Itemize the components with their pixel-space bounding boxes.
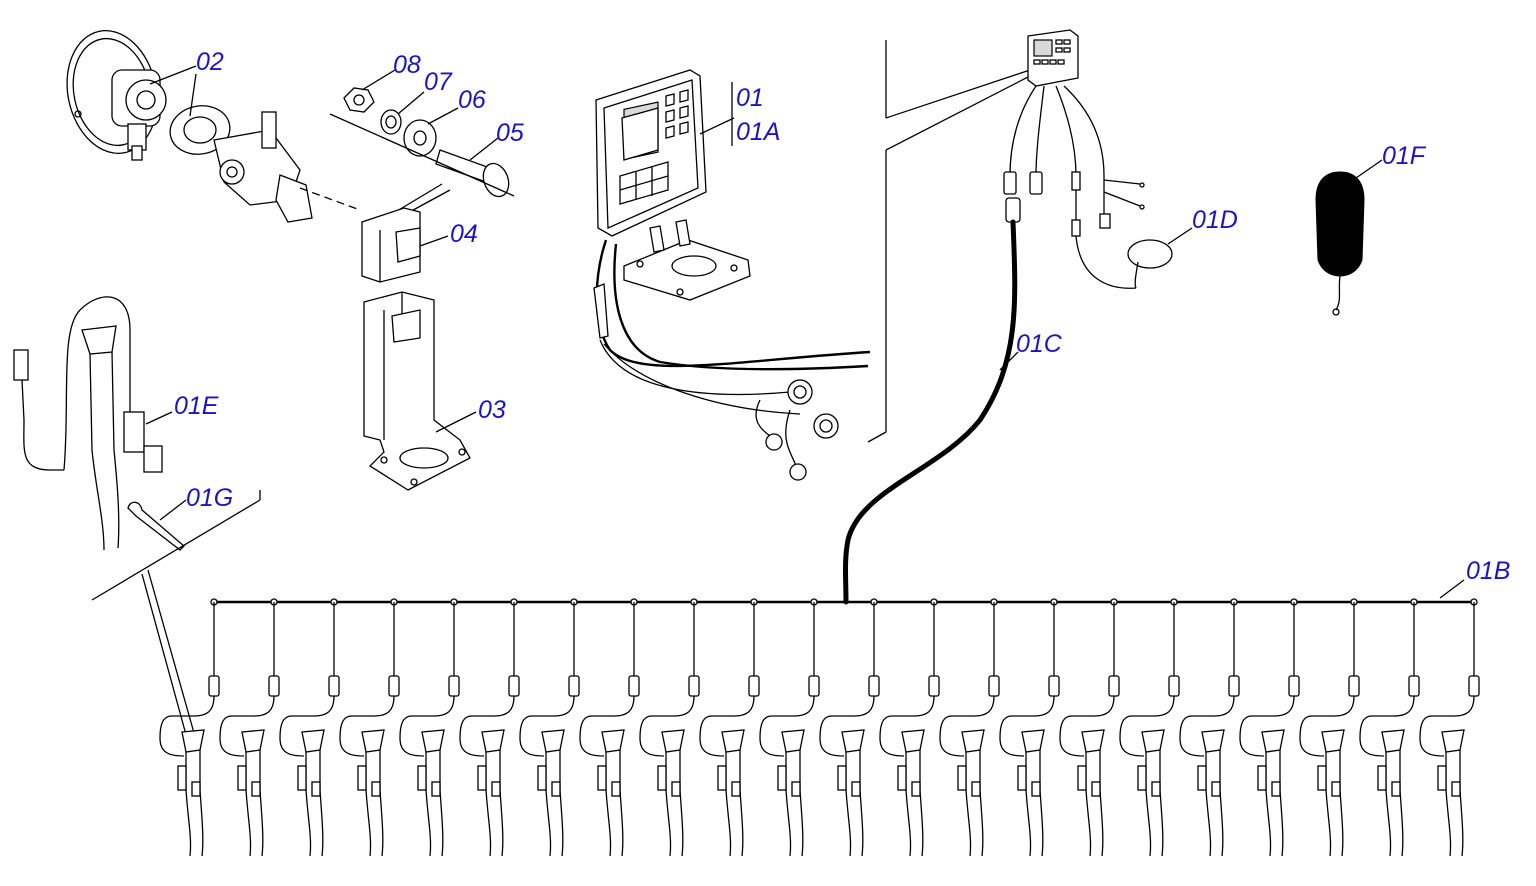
seed-tube-sensor [999, 598, 1060, 857]
label-05: 05 [496, 119, 524, 147]
washer-07 [380, 91, 425, 135]
seed-tube-sensor [879, 598, 940, 857]
label-01A: 01A [736, 118, 780, 146]
seed-tube-sensor [219, 598, 280, 857]
label-02: 02 [196, 48, 224, 76]
bolt-05 [435, 137, 510, 198]
label-01B: 01B [1466, 557, 1510, 585]
seed-tube-sensor [1359, 598, 1420, 857]
main-cable-01C [843, 197, 1021, 605]
label-03: 03 [478, 396, 506, 424]
seed-tube-sensor [279, 598, 340, 857]
control-box [1003, 29, 1193, 289]
seed-tube-sensor [1299, 598, 1360, 857]
detail-callout-frame [867, 40, 1031, 443]
seed-tube-sensor [579, 598, 640, 857]
seed-tube-sensor [1179, 598, 1240, 857]
label-01D: 01D [1192, 206, 1238, 234]
monitor-01 [593, 69, 871, 481]
label-07: 07 [424, 68, 453, 96]
label-08: 08 [393, 51, 421, 79]
label-01F: 01F [1382, 142, 1427, 170]
label-04: 04 [450, 220, 478, 248]
seed-tube-sensor [1119, 598, 1180, 857]
seed-tube-sensor [159, 598, 220, 857]
metering-assembly-02 [66, 30, 361, 223]
label-01G: 01G [186, 484, 233, 512]
seed-tube-sensor [639, 598, 700, 857]
seed-tube-sensor [339, 598, 400, 857]
seed-tube-sensor [699, 598, 760, 857]
seed-tube-sensor [759, 598, 820, 857]
seed-tube-sensors [159, 598, 1480, 857]
cover-01F [1315, 159, 1383, 316]
seed-tube-sensor [519, 598, 580, 857]
harness-01B [214, 579, 1474, 604]
sensor-detail-01E [13, 296, 261, 743]
seed-tube-sensor [1419, 598, 1480, 857]
label-01C: 01C [1016, 330, 1063, 358]
label-06: 06 [458, 86, 486, 114]
nut-08 [343, 69, 396, 113]
seed-tube-sensor [1239, 598, 1300, 857]
bracket-03 [363, 291, 477, 491]
clip-04 [361, 207, 449, 283]
seed-tube-sensor [459, 598, 520, 857]
seed-tube-sensor [939, 598, 1000, 857]
seed-tube-sensor [1059, 598, 1120, 857]
label-01: 01 [736, 84, 764, 112]
washer-06 [403, 107, 459, 157]
seed-tube-sensor [819, 598, 880, 857]
label-01E: 01E [174, 392, 219, 420]
seed-tube-sensor [399, 598, 460, 857]
